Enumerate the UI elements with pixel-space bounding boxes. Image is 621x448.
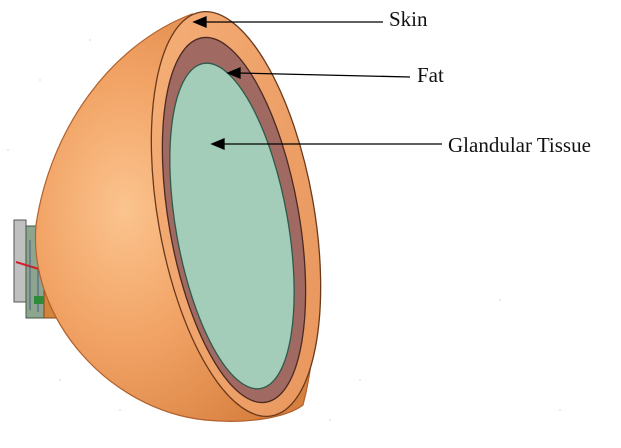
skin-label: Skin (389, 9, 428, 30)
fat-label: Fat (417, 65, 444, 86)
glandular-tissue-label: Glandular Tissue (448, 135, 591, 156)
